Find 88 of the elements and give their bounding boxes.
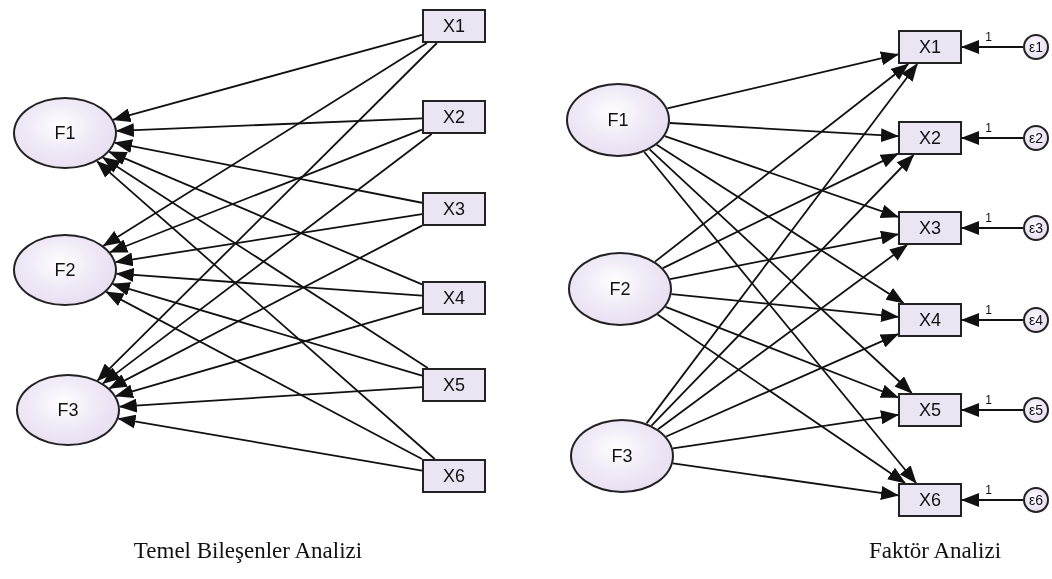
- variable-box: [422, 100, 486, 134]
- node-label: X2: [919, 127, 941, 149]
- variable-box: [898, 393, 962, 427]
- arrow: [670, 293, 899, 323]
- node-label: F3: [57, 399, 79, 421]
- node-label: X3: [443, 198, 465, 220]
- edge-label: 1: [984, 484, 993, 496]
- edge-label: 1: [984, 212, 993, 224]
- variable-box: [898, 30, 962, 64]
- arrow: [96, 160, 436, 460]
- node-label: ε6: [1029, 492, 1043, 508]
- node-label: ε5: [1029, 402, 1043, 418]
- arrow: [961, 131, 1024, 145]
- variable-box: [422, 192, 486, 226]
- node-label: X1: [443, 15, 465, 37]
- node-label: F2: [609, 278, 631, 300]
- error-circle: [1023, 125, 1049, 151]
- arrow: [669, 230, 899, 281]
- node-label: ε4: [1029, 312, 1043, 328]
- arrow: [115, 267, 423, 297]
- node-label: X2: [443, 106, 465, 128]
- variable-box: [422, 459, 486, 493]
- arrow: [672, 410, 899, 450]
- node-label: X5: [443, 374, 465, 396]
- arrow: [672, 462, 899, 500]
- error-circle: [1023, 34, 1049, 60]
- arrow: [961, 221, 1024, 235]
- variable-box: [898, 121, 962, 155]
- error-circle: [1023, 215, 1049, 241]
- variable-box: [422, 9, 486, 43]
- node-label: ε3: [1029, 220, 1043, 236]
- arrow: [117, 414, 423, 472]
- arrow: [114, 213, 423, 267]
- arrow: [664, 305, 899, 399]
- node-label: X6: [443, 465, 465, 487]
- caption: Faktör Analizi: [868, 538, 1002, 564]
- edge-label: 1: [984, 122, 993, 134]
- error-circle: [1023, 397, 1049, 423]
- arrow: [961, 493, 1024, 507]
- node-label: F2: [54, 259, 76, 281]
- node-label: X1: [919, 36, 941, 58]
- arrow: [666, 51, 899, 110]
- node-label: ε2: [1029, 130, 1043, 146]
- variable-box: [422, 368, 486, 402]
- arrow: [668, 122, 899, 143]
- arrow: [112, 33, 423, 122]
- arrow: [115, 306, 423, 399]
- arrow: [961, 313, 1024, 327]
- arrow: [961, 403, 1024, 417]
- arrow: [114, 139, 423, 204]
- arrow: [102, 133, 433, 385]
- node-label: F1: [54, 122, 76, 144]
- node-label: X5: [919, 399, 941, 421]
- arrow: [648, 148, 913, 394]
- arrow: [108, 224, 423, 390]
- arrow: [118, 386, 423, 413]
- error-circle: [1023, 307, 1049, 333]
- arrow: [96, 42, 438, 382]
- variable-box: [422, 281, 486, 315]
- arrow: [115, 117, 423, 138]
- arrow: [111, 282, 423, 377]
- variable-box: [898, 483, 962, 517]
- arrow: [108, 150, 423, 286]
- arrow: [654, 63, 910, 263]
- node-label: ε1: [1029, 39, 1043, 55]
- arrow: [102, 42, 428, 247]
- caption: Temel Bileşenler Analizi: [133, 538, 363, 564]
- variable-box: [898, 211, 962, 245]
- edge-label: 1: [984, 304, 993, 316]
- node-label: X3: [919, 217, 941, 239]
- edge-label: 1: [984, 394, 993, 406]
- arrow: [109, 128, 423, 254]
- arrow: [961, 40, 1024, 54]
- arrow: [645, 63, 919, 425]
- arrow: [102, 156, 429, 369]
- node-label: X6: [919, 489, 941, 511]
- node-label: F3: [611, 445, 633, 467]
- edge-label: 1: [984, 31, 993, 43]
- arrow: [655, 143, 905, 304]
- node-label: X4: [919, 309, 941, 331]
- arrow: [105, 290, 423, 460]
- arrow: [650, 154, 915, 427]
- node-label: X4: [443, 287, 465, 309]
- arrow: [665, 333, 899, 438]
- arrow: [643, 151, 917, 484]
- variable-box: [898, 303, 962, 337]
- node-label: F1: [607, 109, 629, 131]
- error-circle: [1023, 487, 1049, 513]
